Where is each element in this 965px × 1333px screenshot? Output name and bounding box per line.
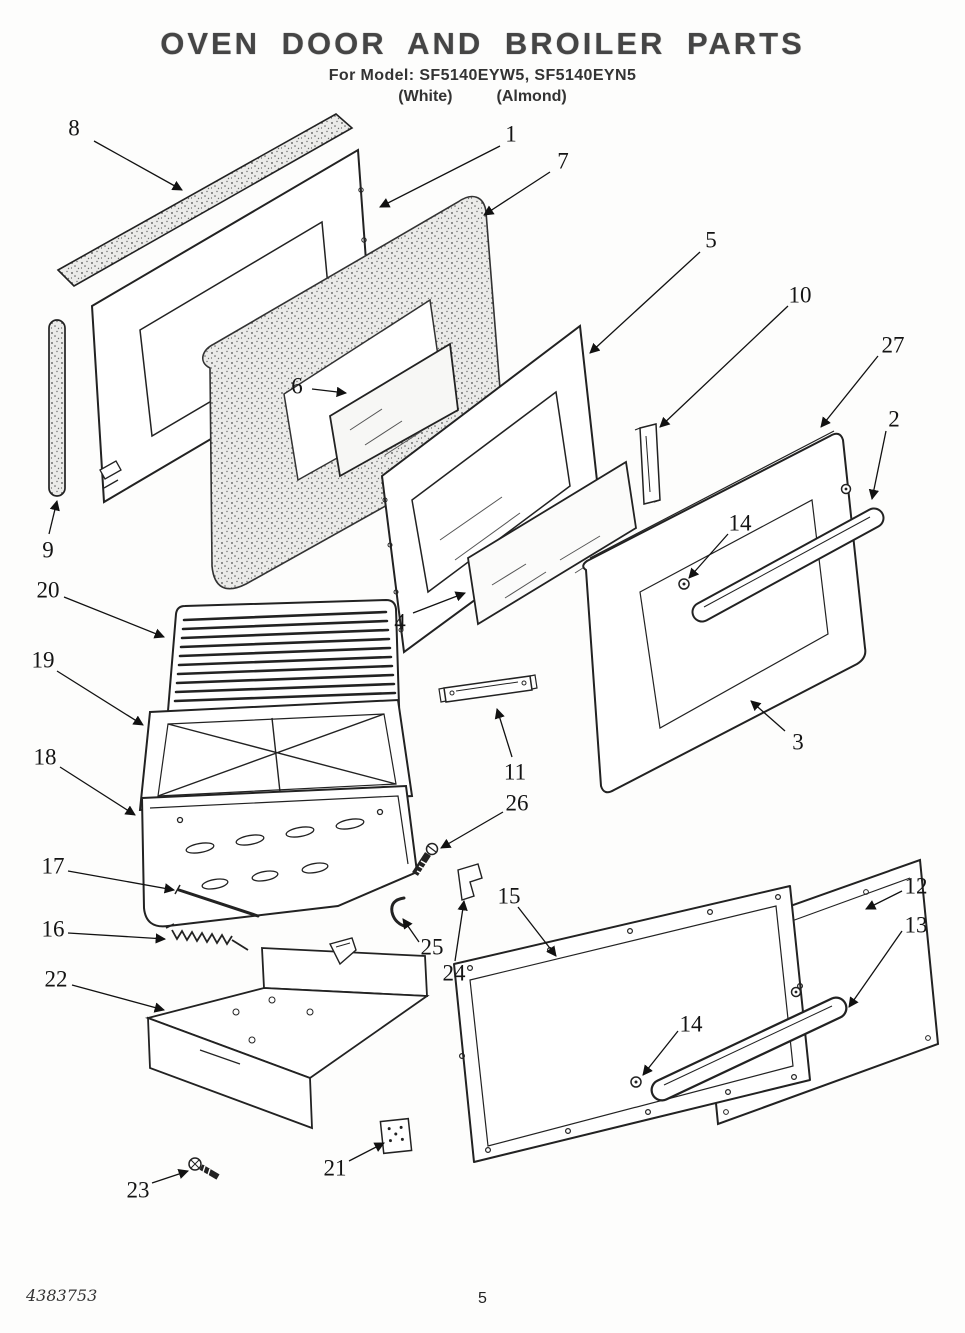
callout-1: 1 [505,121,517,147]
part-14-screw-top [678,483,852,590]
callout-12: 12 [904,873,928,899]
part-16-spring [165,923,249,951]
callout-6: 6 [291,373,303,399]
callout-26: 26 [505,790,529,816]
callout-11: 11 [503,759,527,785]
callout-21: 21 [323,1155,347,1181]
callout-20: 20 [36,577,60,603]
part-18-drawer-body [140,784,419,928]
part-25-hook-clip [328,896,406,966]
part-14-screw-bottom [630,986,802,1088]
callout-5: 5 [705,227,717,253]
page-number: 5 [478,1290,487,1307]
callout-24: 24 [442,960,466,986]
header: OVEN DOOR AND BROILER PARTS For Model: S… [0,26,965,106]
callout-14-top: 14 [728,510,752,536]
callout-25: 25 [420,934,444,960]
callout-8: 8 [68,115,80,141]
part-27-door-trim [589,430,835,559]
part-24-angle-bracket [457,863,483,901]
part-19-broiler-pan [138,698,414,812]
callout-22: 22 [44,966,68,992]
color-almond-label: (Almond) [496,88,567,105]
callout-13: 13 [904,912,928,938]
part-11-latch-bracket [438,674,538,703]
callout-3: 3 [792,729,804,755]
part-9-foam-strip [48,319,66,497]
part-6-inner-glass [329,342,459,478]
callout-7: 7 [557,148,569,174]
callout-10: 10 [788,282,812,308]
callout-9: 9 [42,537,54,563]
part-2-door-handle [691,507,885,623]
callout-14-bottom: 14 [679,1011,703,1037]
callout-23: 23 [126,1177,150,1203]
callout-27: 27 [881,332,905,358]
callout-17: 17 [41,853,65,879]
callout-15: 15 [497,883,521,909]
part-26-screw [412,842,439,876]
part-7-insulation [202,195,504,590]
part-20-broiler-grid [166,598,401,722]
leader-lines [48,140,903,1184]
color-white-label: (White) [398,88,453,105]
part-23-screw [188,1157,220,1180]
callout-4: 4 [394,609,406,635]
model-line: For Model: SF5140EYW5, SF5140EYN5 [328,67,637,84]
part-21-plate [379,1117,413,1155]
part-8-trim-strip [56,113,354,287]
color-options-line: (White) (Almond) [0,88,965,106]
part-10-bracket-strip [634,423,661,505]
document-number: 4383753 [26,1286,98,1305]
callout-2: 2 [888,406,900,432]
callout-19: 19 [31,647,55,673]
page-title: OVEN DOOR AND BROILER PARTS [160,26,805,61]
callout-16: 16 [41,916,65,942]
callout-18: 18 [33,744,57,770]
part-3-outer-door-panel [582,432,867,794]
part-15-drawer-inner-panel [453,885,811,1163]
part-17-support-rod [174,884,260,918]
part-4-door-glass [467,460,637,626]
part-13-drawer-handle [650,996,848,1102]
part-22-drawer-tray [144,947,430,1130]
